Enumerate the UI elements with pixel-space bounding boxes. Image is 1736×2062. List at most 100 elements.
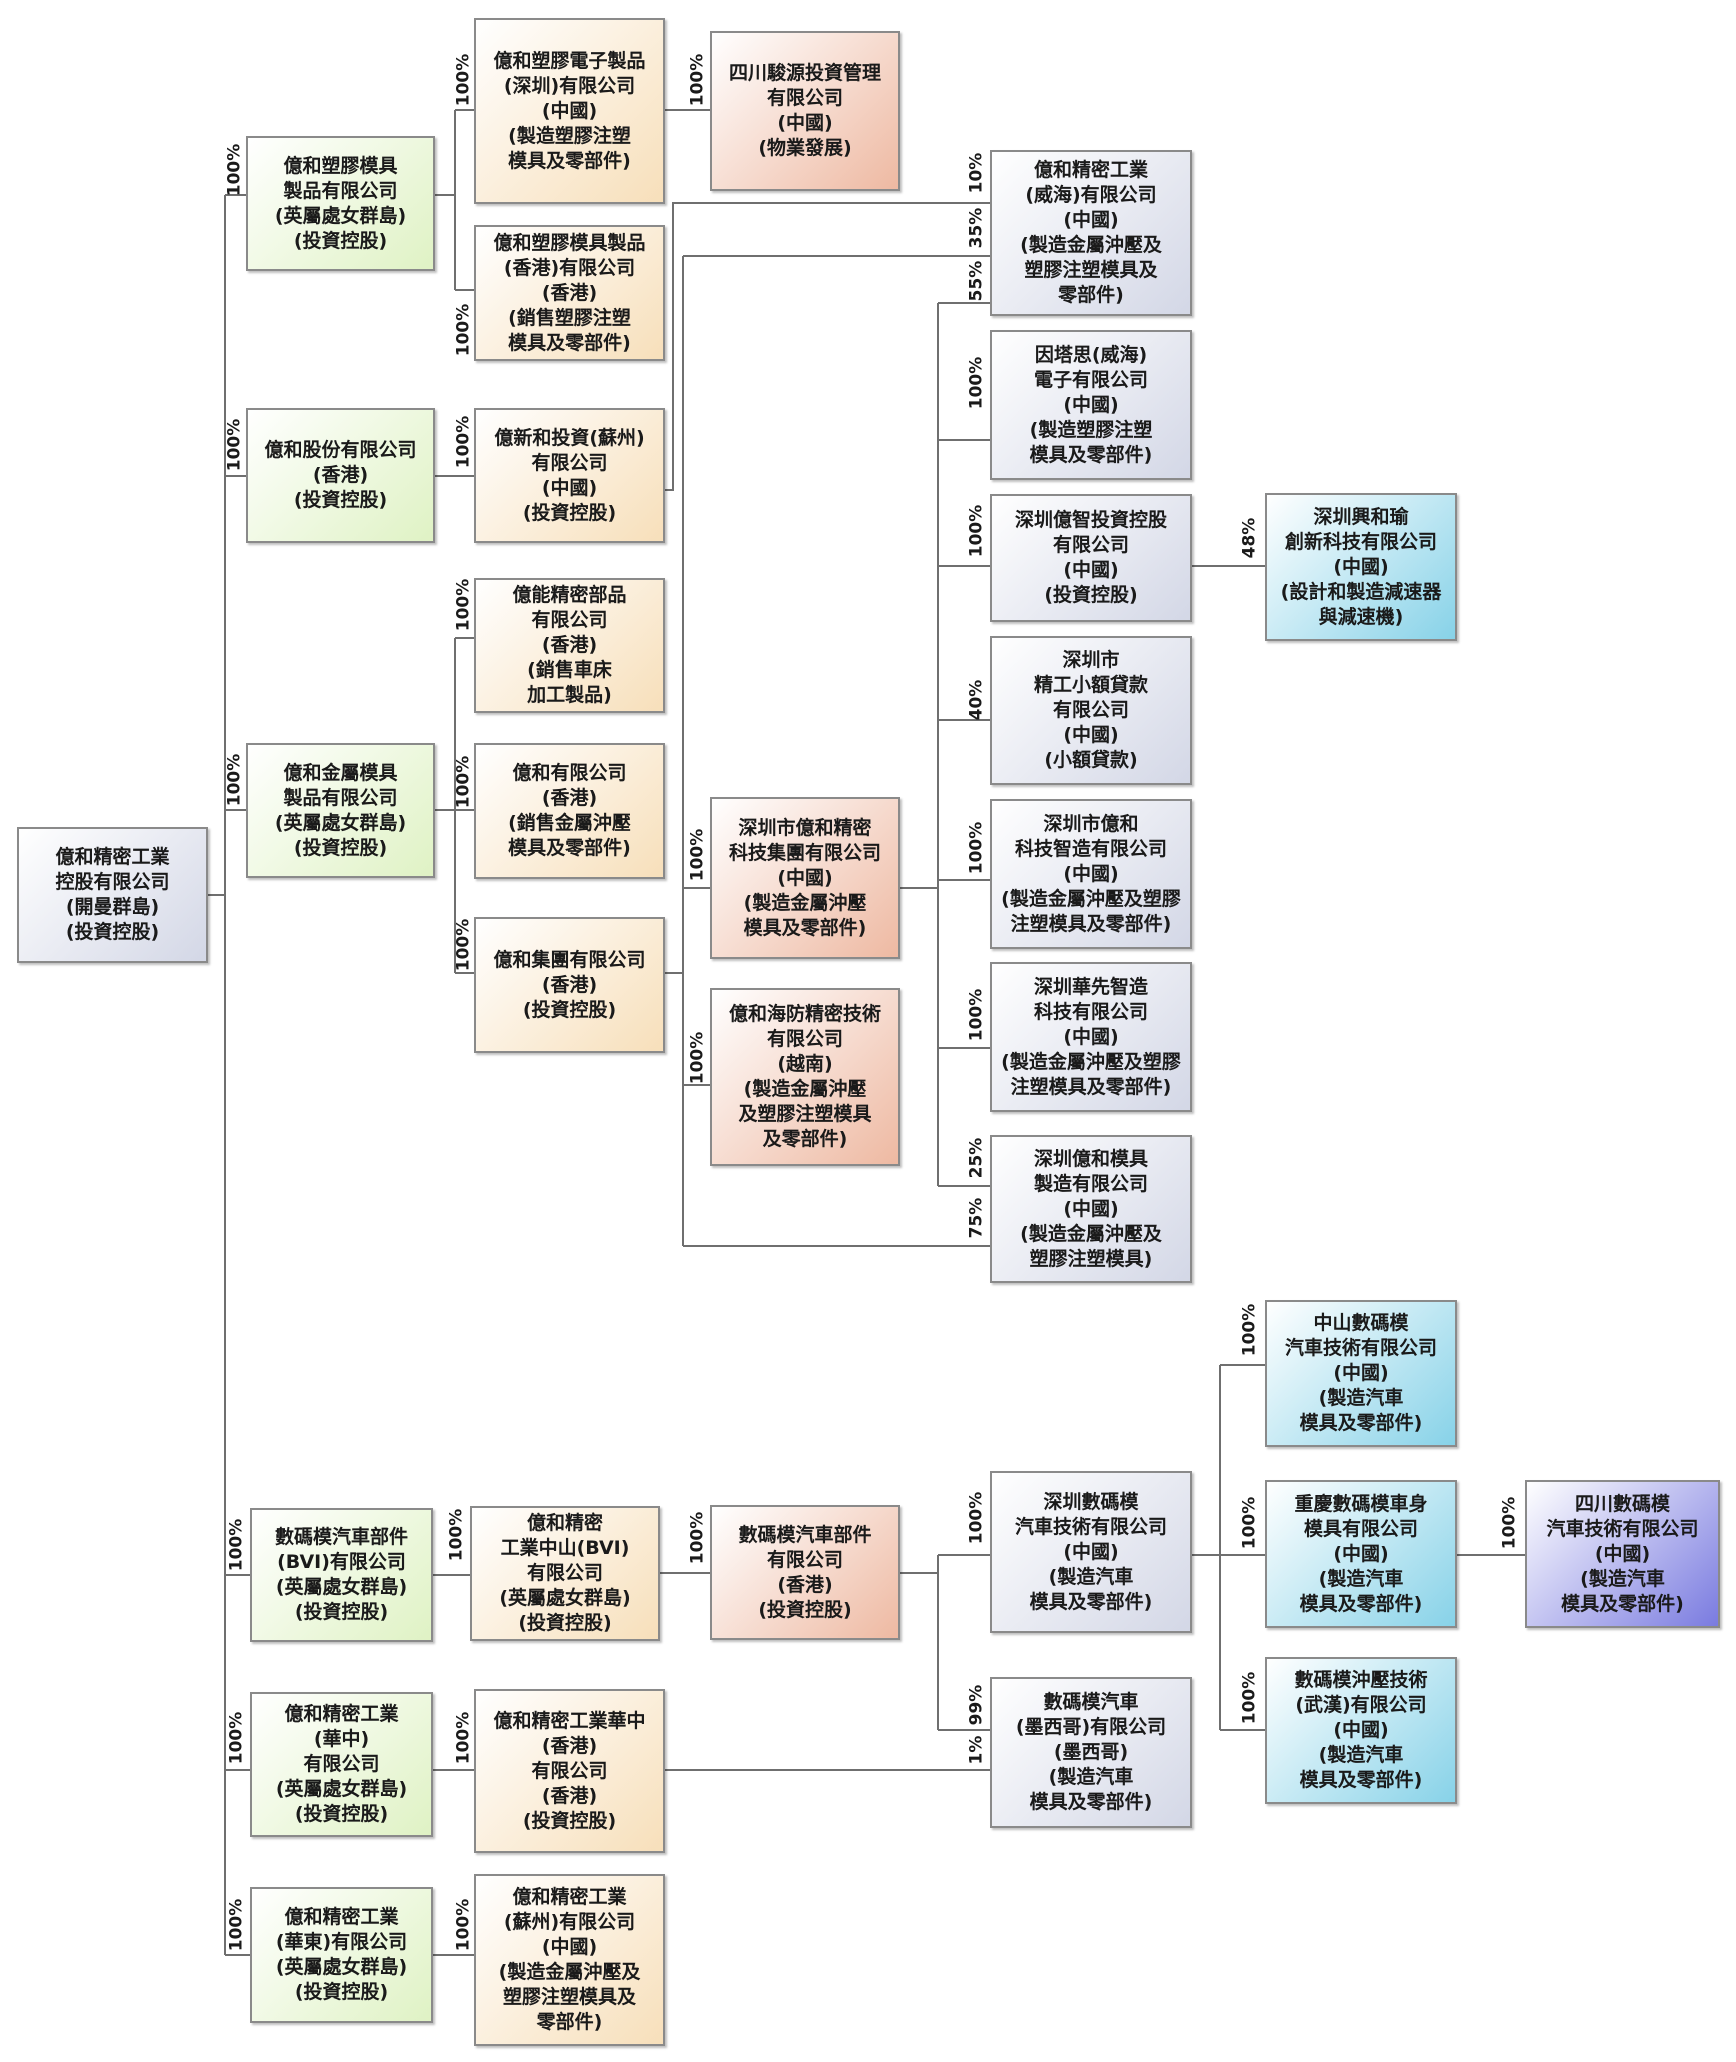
ownership-percent: 75% <box>966 1197 987 1239</box>
entity-line: (華東)有限公司 <box>275 1931 408 1953</box>
entity-line: (英屬處女群島) <box>274 204 407 227</box>
entity-line: 零部件) <box>1058 284 1124 306</box>
entity-line: (英屬處女群島) <box>274 811 407 834</box>
entity-box-yizhi: 深圳億智投資控股 有限公司 (中國) (投資控股) <box>990 494 1192 622</box>
entity-line: 四川數碼模 <box>1574 1492 1670 1515</box>
entity-box-zhongshan-bvi: 億和精密 工業中山(BVI) 有限公司 (英屬處女群島) (投資控股) <box>470 1506 660 1641</box>
entity-line: 億和精密工業 <box>1033 159 1148 181</box>
entity-line: 億和金屬模具 <box>283 761 398 784</box>
entity-line: (英屬處女群島) <box>275 1576 408 1598</box>
ownership-percent: 100% <box>453 755 474 809</box>
ownership-percent: 100% <box>453 918 474 972</box>
entity-line: (華中) <box>313 1728 370 1750</box>
entity-line: (中國) <box>1063 724 1119 746</box>
ownership-percent: 100% <box>446 1508 467 1562</box>
entity-box-suzhou-invest: 億新和投資(蘇州) 有限公司 (中國) (投資控股) <box>474 408 665 543</box>
entity-line: (製造汽車 <box>1580 1567 1665 1590</box>
ownership-percent: 100% <box>687 1031 708 1085</box>
entity-line: (投資控股) <box>293 229 388 252</box>
entity-box-weihai: 億和精密工業 (威海)有限公司 (中國) (製造金屬沖壓及 塑膠注塑模具及 零部… <box>990 150 1192 316</box>
entity-line: (製造金屬沖壓及 <box>498 1961 641 1983</box>
entity-line: (製造金屬沖壓及塑膠 <box>1001 1050 1181 1073</box>
entity-line: 億和精密工業華中 <box>493 1709 646 1732</box>
entity-box-microloan: 深圳市 精工小額貸款 有限公司 (中國) (小額貸款) <box>990 636 1192 785</box>
entity-box-metal-bvi: 億和金屬模具 製品有限公司 (英屬處女群島) (投資控股) <box>246 743 435 878</box>
entity-box-yihe-hk: 億和有限公司 (香港) (銷售金屬沖壓 模具及零部件) <box>474 743 665 879</box>
entity-line: 塑膠注塑模具及 <box>502 1986 636 2008</box>
entity-line: (投資控股) <box>1044 584 1138 606</box>
entity-line: 億和精密 <box>526 1512 603 1534</box>
entity-line: (設計和製造減速器 <box>1280 580 1442 603</box>
entity-line: 模具及零部件) <box>1299 1769 1423 1791</box>
entity-line: 科技有限公司 <box>1033 1000 1148 1023</box>
entity-line: (投資控股) <box>293 489 388 511</box>
ownership-percent: 100% <box>224 753 245 807</box>
entity-line: 模具及零部件) <box>1299 1592 1423 1615</box>
ownership-percent: 100% <box>226 1518 247 1572</box>
entity-box-huadong-bvi: 億和精密工業 (華東)有限公司 (英屬處女群島) (投資控股) <box>250 1887 433 2023</box>
entity-line: (中國) <box>1063 1025 1119 1048</box>
entity-line: (中國) <box>1333 1362 1389 1384</box>
entity-box-hk-share: 億和股份有限公司 (香港) (投資控股) <box>246 408 435 543</box>
ownership-percent: 40% <box>966 679 987 721</box>
entity-line: (製造汽車 <box>1048 1766 1134 1788</box>
ownership-percent: 99% <box>966 1684 987 1726</box>
entity-line: (BVI)有限公司 <box>277 1551 406 1573</box>
entity-line: 塑膠注塑模具) <box>1029 1247 1153 1270</box>
entity-box-huazhong-bvi: 億和精密工業 (華中) 有限公司 (英屬處女群島) (投資控股) <box>250 1692 433 1837</box>
entity-line: (投資控股) <box>293 836 388 859</box>
entity-box-yineng: 億能精密部品 有限公司 (香港) (銷售車床 加工製品) <box>474 578 665 713</box>
ownership-percent: 100% <box>453 1711 474 1765</box>
entity-line: 汽車技術有限公司 <box>1546 1517 1699 1540</box>
entity-line: 工業中山(BVI) <box>500 1537 630 1559</box>
entity-box-intex: 因塔思(威海) 電子有限公司 (中國) (製造塑膠注塑 模具及零部件) <box>990 330 1192 480</box>
entity-box-sichuan-auto: 四川數碼模 汽車技術有限公司 (中國) (製造汽車 模具及零部件) <box>1525 1480 1720 1628</box>
entity-box-haifang: 億和海防精密技術 有限公司 (越南) (製造金屬沖壓 及塑膠注塑模具 及零部件) <box>710 988 900 1166</box>
entity-line: 深圳市 <box>1062 649 1120 671</box>
entity-line: 四川駿源投資管理 <box>728 62 881 84</box>
entity-line: (製造金屬沖壓及 <box>1020 1222 1162 1245</box>
entity-line: (香港) <box>541 634 598 656</box>
entity-line: 有限公司 <box>526 1562 603 1584</box>
ownership-percent: 48% <box>1239 517 1260 559</box>
entity-line: (越南) <box>777 1053 833 1075</box>
entity-line: (墨西哥) <box>1053 1741 1129 1763</box>
entity-box-sz-electronic: 億和塑膠電子製品 (深圳)有限公司 (中國) (製造塑膠注塑 模具及零部件) <box>474 18 665 204</box>
entity-line: 加工製品) <box>527 684 612 706</box>
ownership-percent: 100% <box>687 1511 708 1565</box>
entity-line: 深圳興和瑜 <box>1313 505 1409 528</box>
entity-line: 塑膠注塑模具及 <box>1024 259 1158 281</box>
entity-line: 模具及零部件) <box>1029 1590 1153 1613</box>
entity-line: 製品有限公司 <box>283 786 398 809</box>
entity-line: (中國) <box>1063 559 1119 581</box>
entity-line: (小額貸款) <box>1044 749 1138 771</box>
entity-line: 億和股份有限公司 <box>264 439 417 461</box>
ownership-percent: 100% <box>224 143 245 197</box>
entity-line: (香港) <box>541 281 598 304</box>
entity-line: (製造金屬沖壓及 <box>1020 234 1162 256</box>
entity-line: 有限公司 <box>531 1759 608 1782</box>
entity-box-sichuan-junyuan: 四川駿源投資管理 有限公司 (中國) (物業發展) <box>710 31 900 191</box>
entity-line: 有限公司 <box>1052 699 1129 721</box>
entity-line: 汽車技術有限公司 <box>1284 1337 1437 1359</box>
entity-line: (中國) <box>1333 1542 1389 1565</box>
ownership-percent: 100% <box>687 828 708 882</box>
entity-line: (中國) <box>1333 555 1389 578</box>
entity-line: 及塑膠注塑模具 <box>738 1103 872 1125</box>
entity-line: (製造汽車 <box>1318 1567 1404 1590</box>
entity-line: 數碼模汽車部件 <box>738 1523 872 1546</box>
ownership-percent: 100% <box>687 53 708 107</box>
ownership-percent: 100% <box>966 988 987 1042</box>
entity-line: 深圳市億和 <box>1043 812 1139 835</box>
entity-line: (投資控股) <box>522 501 617 524</box>
entity-line: 製品有限公司 <box>283 179 398 202</box>
entity-line: 模具及零部件) <box>508 331 631 354</box>
entity-line: 模具及零部件) <box>1299 1412 1423 1434</box>
entity-box-smart-mfg: 深圳市億和 科技智造有限公司 (中國) (製造金屬沖壓及塑膠 注塑模具及零部件) <box>990 799 1192 949</box>
entity-line: 億和塑膠模具 <box>283 154 398 177</box>
ownership-percent: 100% <box>1239 1303 1260 1357</box>
entity-line: (製造塑膠注塑 <box>1029 418 1153 441</box>
entity-line: 深圳億智投資控股 <box>1014 509 1167 531</box>
